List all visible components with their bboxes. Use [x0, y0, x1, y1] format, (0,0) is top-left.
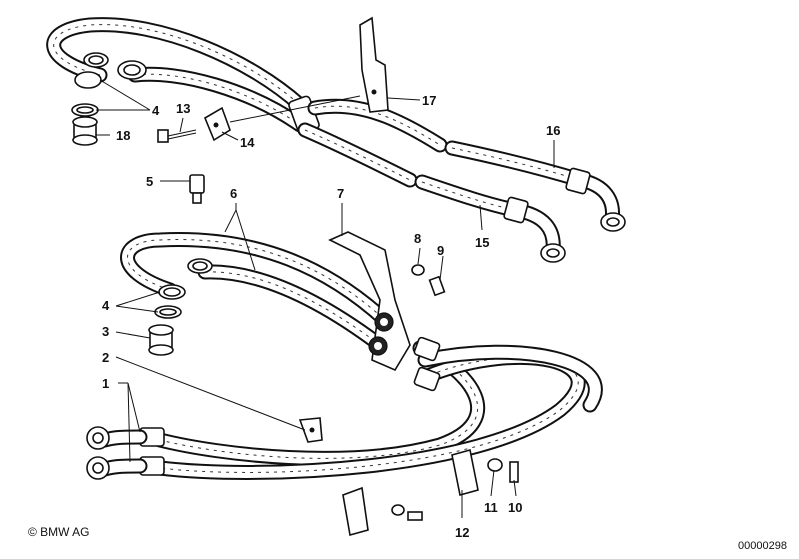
callout-17: 17: [422, 93, 436, 108]
callout-4-lower: 4: [102, 298, 110, 313]
diagram-id: 00000298: [738, 540, 787, 552]
upper-hose-assembly: [46, 16, 626, 263]
callout-7: 7: [337, 186, 344, 201]
callout-3: 3: [102, 324, 109, 339]
callout-8: 8: [414, 231, 421, 246]
callout-9: 9: [437, 243, 444, 258]
copyright-notice: © BMW AG: [28, 525, 90, 539]
callout-11: 11: [484, 500, 498, 515]
callout-16: 16: [546, 123, 560, 138]
callout-2: 2: [102, 350, 109, 365]
callout-12: 12: [455, 525, 469, 540]
callout-15: 15: [475, 235, 489, 250]
callout-18: 18: [116, 128, 130, 143]
callout-6: 6: [230, 186, 237, 201]
callout-10: 10: [508, 500, 522, 515]
callout-13: 13: [176, 101, 190, 116]
callouts: 1 2 3 4 4 5 6 7 8 9 10: [96, 79, 560, 540]
callout-4-upper: 4: [152, 103, 160, 118]
callout-14: 14: [240, 135, 255, 150]
callout-5: 5: [146, 174, 153, 189]
lower-hose-assembly: [86, 174, 603, 537]
callout-1: 1: [102, 376, 109, 391]
